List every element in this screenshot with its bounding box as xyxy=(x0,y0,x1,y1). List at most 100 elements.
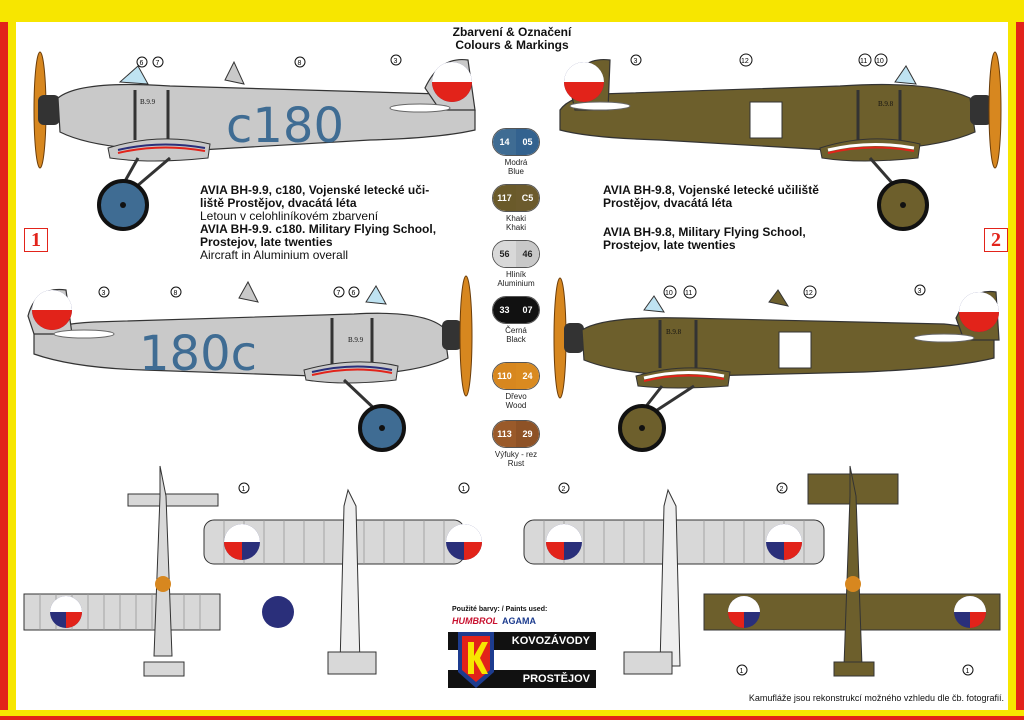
svg-text:7: 7 xyxy=(156,60,160,67)
scheme1-title-cz-1: AVIA BH-9.9, c180, Vojenské letecké uči- xyxy=(200,183,430,197)
scheme1-note-en: Aircraft in Aluminium overall xyxy=(200,248,349,262)
frame-top xyxy=(0,0,1024,22)
scheme1-underside-view: 1 1 xyxy=(203,482,482,675)
callout-7: 7 xyxy=(333,286,345,298)
scheme1-title-en-2: Prostejov, late twenties xyxy=(200,235,333,249)
scheme2-top-view: 1 1 xyxy=(703,465,1001,677)
swatch-code-agama: 07 xyxy=(516,297,539,323)
svg-text:1: 1 xyxy=(462,486,466,493)
svg-text:1: 1 xyxy=(242,486,246,493)
swatch-name-cz: Dřevo xyxy=(505,392,527,401)
callout-6: 6 xyxy=(136,56,148,68)
scheme2-title-en-2: Prostejov, late twenties xyxy=(603,238,736,252)
svg-text:2: 2 xyxy=(780,486,784,493)
callout-3: 3 xyxy=(914,284,926,296)
swatch-code-humbrol: 113 xyxy=(493,421,516,447)
callout-1: 1 xyxy=(962,664,974,676)
sheet-title: Zbarvení & Označení Colours & Markings xyxy=(412,26,612,52)
callout-8: 8 xyxy=(294,56,306,68)
svg-text:3: 3 xyxy=(102,290,106,297)
svg-text:7: 7 xyxy=(337,290,341,297)
swatch-name-cz: Černá xyxy=(505,326,527,335)
swatch-name-cz: Výfuky - rez xyxy=(494,450,538,459)
swatch-name-en: Aluminium xyxy=(497,279,535,288)
swatch-name-en: Rust xyxy=(507,459,525,468)
fin-text: B.9.9 xyxy=(140,98,156,106)
swatch-name-cz: Khaki xyxy=(505,214,526,223)
swatch-name-en: Blue xyxy=(507,167,524,176)
paints-used-label: Použité barvy: / Paints used: xyxy=(452,606,548,613)
scheme2-underside-view: 2 2 xyxy=(523,482,825,675)
svg-text:12: 12 xyxy=(741,58,749,65)
fin-text: B.9.9 xyxy=(348,336,364,344)
fin-text: B.9.8 xyxy=(878,100,894,108)
svg-text:6: 6 xyxy=(352,290,356,297)
callout-11: 11 xyxy=(858,53,872,67)
frame-bottom xyxy=(0,710,1024,720)
aircraft-code: 180c xyxy=(139,326,257,382)
swatch-name-en: Black xyxy=(506,335,526,344)
footnote: Kamufláže jsou rekonstrukcí možného vzhl… xyxy=(748,693,1004,703)
svg-text:3: 3 xyxy=(918,288,922,295)
scheme1-title-cz-2: liště Prostějov, dvacátá léta xyxy=(200,196,357,210)
callout-3: 3 xyxy=(630,54,642,66)
scheme2-title-cz-1: AVIA BH-9.8, Vojenské letecké učiliště xyxy=(603,183,819,197)
callout-6: 6 xyxy=(348,286,360,298)
svg-text:10: 10 xyxy=(665,290,673,297)
callout-1: 1 xyxy=(736,664,748,676)
swatch-code-humbrol: 14 xyxy=(493,129,516,155)
scheme2-title-en-1: AVIA BH-9.8, Military Flying School, xyxy=(603,225,806,239)
swatch-code-agama: 24 xyxy=(516,363,539,389)
swatch-name-en: Khaki xyxy=(505,223,526,232)
swatch-code-humbrol: 110 xyxy=(493,363,516,389)
kovozavody-logo xyxy=(458,632,494,688)
callout-2: 2 xyxy=(776,482,788,494)
swatch-code-humbrol: 117 xyxy=(493,185,516,211)
frame-bottom-stripe xyxy=(0,716,1024,720)
callout-1: 1 xyxy=(238,482,250,494)
scheme1-top-view xyxy=(23,465,294,677)
scheme2-side-view-right: B.9.8 3 12 11 10 xyxy=(559,51,1002,231)
swatch-code-agama: 46 xyxy=(516,241,539,267)
svg-text:10: 10 xyxy=(876,58,884,65)
callout-2: 2 xyxy=(558,482,570,494)
swatch-code-agama: C5 xyxy=(516,185,539,211)
svg-text:6: 6 xyxy=(140,60,144,67)
svg-text:11: 11 xyxy=(685,290,692,297)
frame-left-stripe xyxy=(0,22,8,720)
swatch-name-en: Wood xyxy=(505,401,527,410)
scheme2-side-view-left: B.9.8 10 11 12 3 xyxy=(553,277,1000,452)
scheme-number-2: 2 xyxy=(984,228,1008,252)
svg-text:8: 8 xyxy=(298,60,302,67)
swatch-code-agama: 05 xyxy=(516,129,539,155)
swatch-name-cz: Modrá xyxy=(504,158,528,167)
svg-text:3: 3 xyxy=(394,58,398,65)
title-cz: Zbarvení & Označení xyxy=(452,25,572,39)
callout-1: 1 xyxy=(458,482,470,494)
scheme1-title-en-1: AVIA BH-9.9. c180. Military Flying Schoo… xyxy=(200,222,437,236)
svg-text:3: 3 xyxy=(634,58,638,65)
callout-10: 10 xyxy=(874,53,888,67)
swatch-code-humbrol: 56 xyxy=(493,241,516,267)
scheme1-side-view-right: B.9.9 180c 3 8 7 6 xyxy=(27,275,473,452)
svg-text:1: 1 xyxy=(966,668,970,675)
callout-12: 12 xyxy=(739,53,753,67)
callout-12: 12 xyxy=(803,285,817,299)
scheme-number-1: 1 xyxy=(24,228,48,252)
swatch-name-cz: Hliník xyxy=(505,270,526,279)
svg-text:2: 2 xyxy=(562,486,566,493)
fin-text: B.9.8 xyxy=(666,328,682,336)
callout-8: 8 xyxy=(170,286,182,298)
